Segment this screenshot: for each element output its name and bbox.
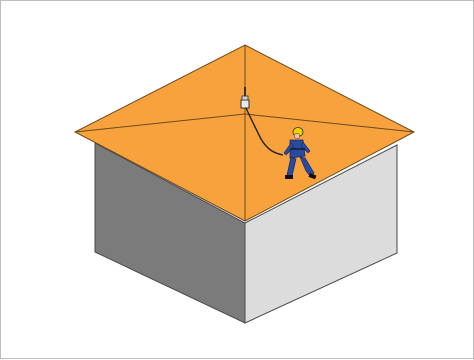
lifeline-icon — [245, 107, 284, 156]
house-right-wall — [244, 144, 398, 324]
roof-anchor-icon — [240, 87, 250, 109]
roof-hip-lines — [74, 45, 415, 221]
worker-icon — [283, 127, 317, 180]
